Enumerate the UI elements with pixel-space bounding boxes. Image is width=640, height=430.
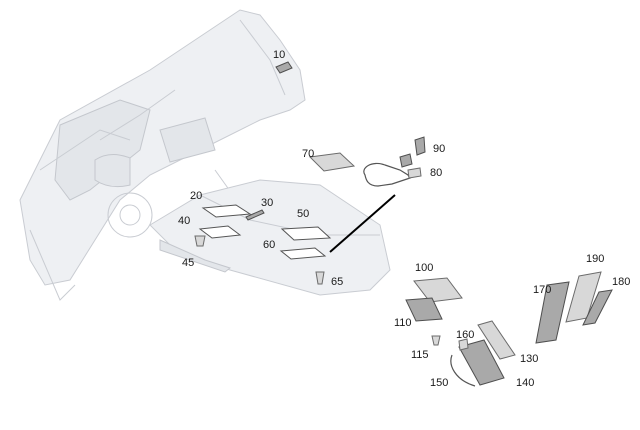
part-115-screw [431,335,441,346]
part-150-cable [450,354,476,387]
callout-140: 140 [516,377,535,389]
callout-115: 115 [411,349,429,361]
leader-line [329,194,396,253]
part-160-clip [458,338,469,351]
callout-65: 65 [331,276,344,288]
callout-20: 20 [190,190,203,202]
part-130-cover [477,320,516,360]
part-10-switch [275,61,293,74]
callout-190: 190 [586,253,605,265]
part-80-connector [399,153,413,168]
callout-80: 80 [430,167,443,179]
part-50-tray [280,226,332,241]
callout-110: 110 [394,317,412,329]
part-170-control [535,281,570,344]
callout-160: 160 [456,329,475,341]
part-60-tray [279,247,327,260]
part-30-strip [245,209,265,221]
callout-170: 170 [533,284,552,296]
callout-45: 45 [182,257,195,269]
callout-70: 70 [302,148,315,160]
part-70-mat [308,152,356,172]
callout-30: 30 [261,197,274,209]
part-100-cover [413,277,463,303]
callout-50: 50 [297,208,310,220]
callout-90: 90 [433,143,446,155]
callout-100: 100 [415,262,434,274]
callout-150: 150 [430,377,449,389]
part-140-module [458,339,505,386]
part-180-handle [582,289,613,326]
part-45-screw [194,235,206,247]
callout-60: 60 [263,239,276,251]
part-65-screw [315,271,325,285]
part-20-tray [201,204,252,218]
callout-130: 130 [520,353,539,365]
dashboard-illustration [19,9,391,301]
callout-10: 10 [273,49,286,61]
callout-180: 180 [612,276,631,288]
part-90-sensor [414,136,426,156]
callout-40: 40 [178,215,191,227]
part-40-tray [198,225,242,239]
part-80-plug [407,167,422,179]
part-110-panel [405,297,443,322]
